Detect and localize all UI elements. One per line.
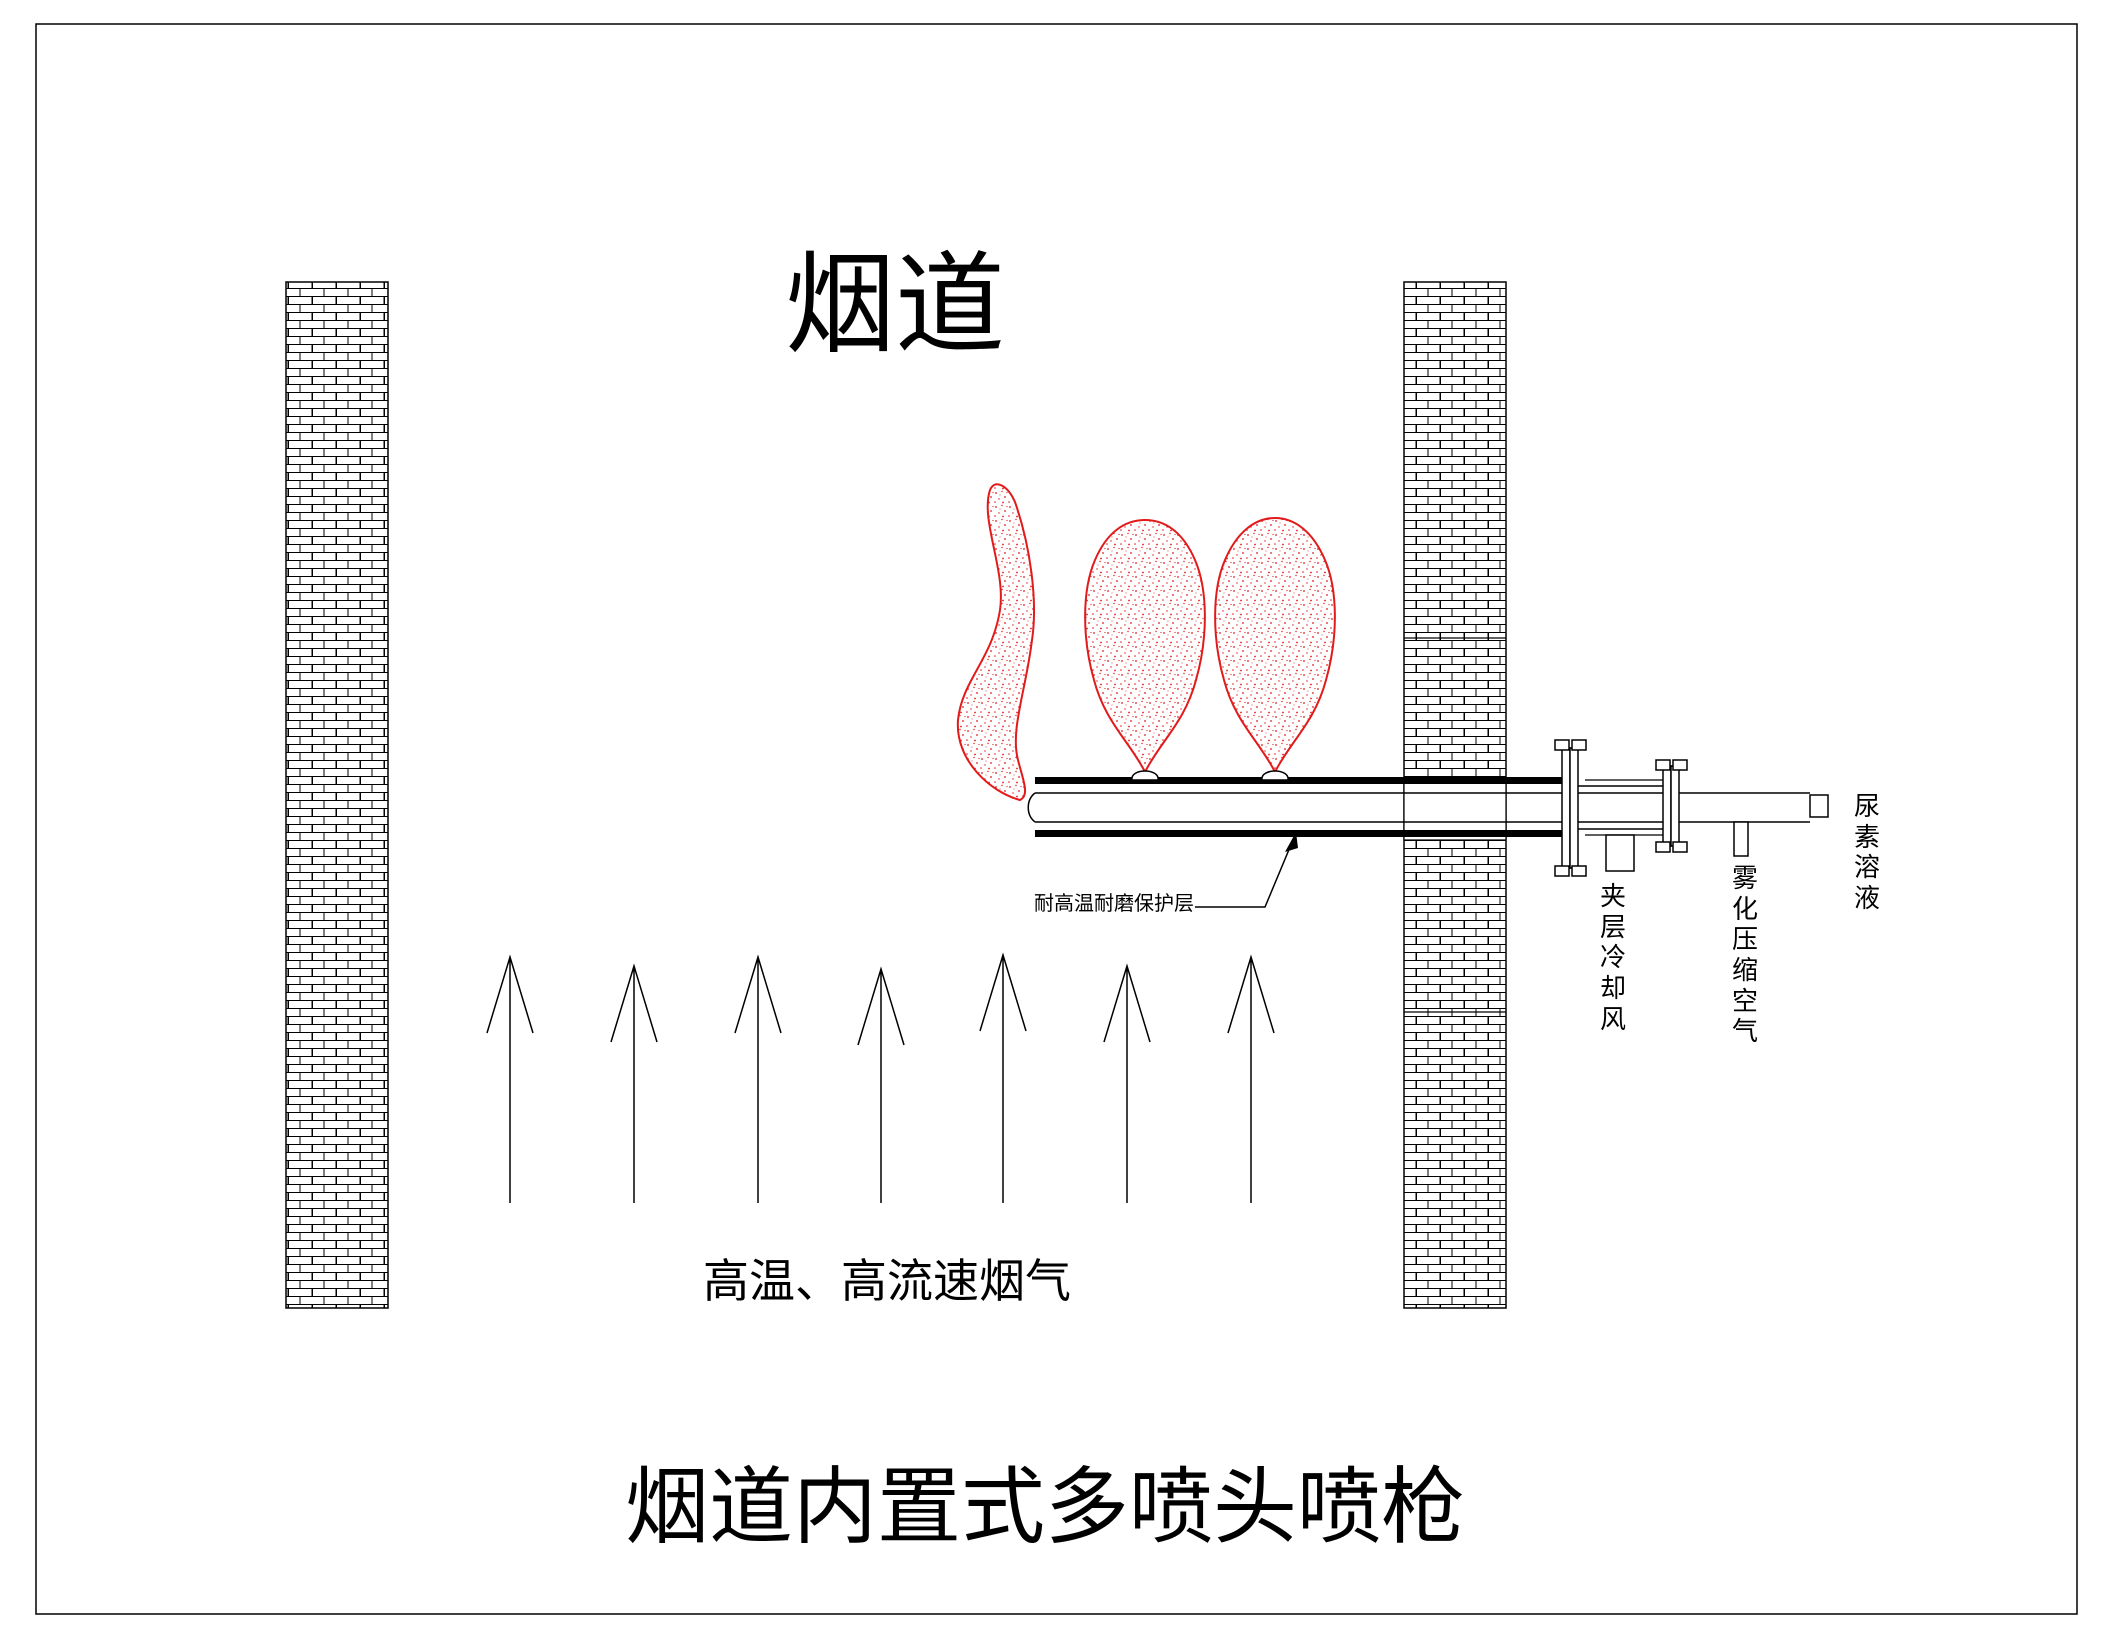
spray-plume-1 <box>1084 518 1206 775</box>
flue-gas-label: 高温、高流速烟气 <box>703 1254 1071 1308</box>
left-duct-wall <box>285 281 389 1309</box>
flow-arrow <box>857 966 905 1203</box>
spray-lance <box>1027 770 1829 837</box>
flow-arrow <box>1103 963 1151 1203</box>
cooling-air-label: 夹层冷却风 <box>1599 882 1626 1035</box>
urea-solution-label: 尿素溶液 <box>1853 792 1880 915</box>
duct-title: 烟道 <box>785 241 1005 369</box>
spray-plume-2 <box>1214 516 1336 775</box>
drawing-frame <box>35 23 2078 1615</box>
protective-layer-leader <box>1195 839 1294 908</box>
spray-plume-tip <box>956 483 1035 802</box>
protective-layer-label: 耐高温耐磨保护层 <box>1034 891 1194 915</box>
drawing-title: 烟道内置式多喷头喷枪 <box>625 1458 1466 1556</box>
flange-2 <box>1655 759 1688 853</box>
flow-arrow <box>734 954 782 1203</box>
flow-arrow <box>486 954 534 1203</box>
flow-arrow <box>1227 954 1275 1203</box>
cooling-air-inlet <box>1605 834 1635 872</box>
atomizing-air-inlet <box>1733 821 1749 857</box>
flow-arrow <box>610 963 658 1203</box>
atomizing-air-label: 雾化压缩空气 <box>1731 864 1758 1048</box>
flange-1 <box>1554 739 1587 877</box>
flow-arrow <box>979 952 1027 1203</box>
protective-layer-arrowhead <box>1285 832 1298 852</box>
flue-gas-flow-arrows <box>486 952 1275 1203</box>
